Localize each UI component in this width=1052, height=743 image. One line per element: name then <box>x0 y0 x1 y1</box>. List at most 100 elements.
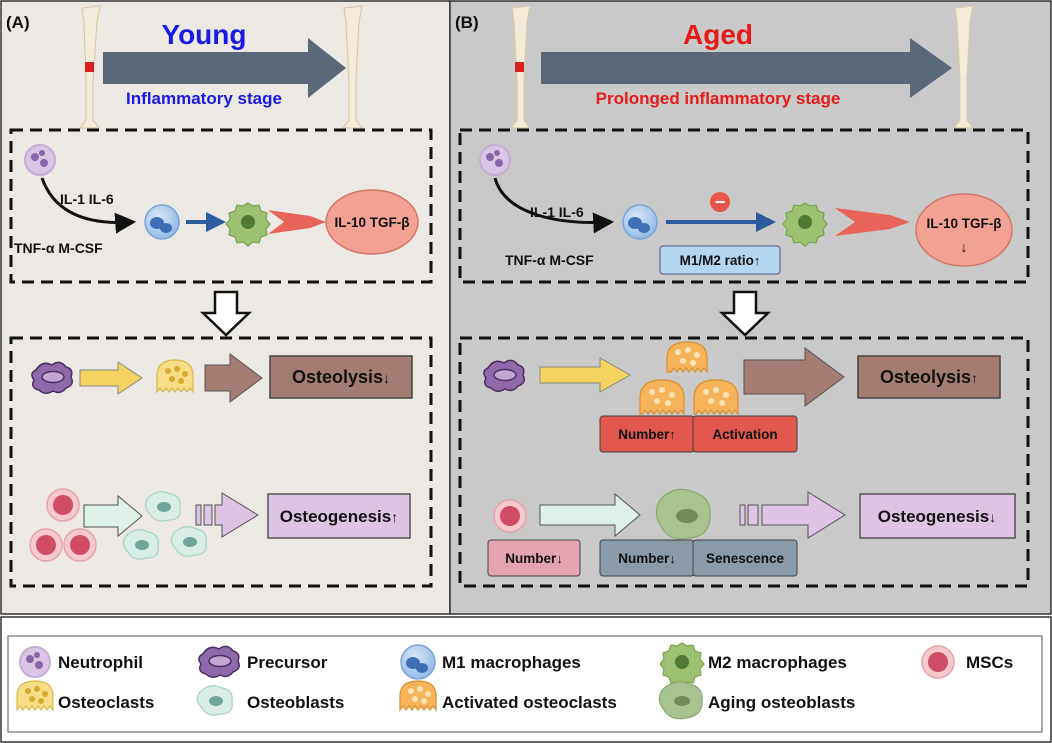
precursor-icon-b <box>483 359 525 392</box>
flow-down-arrow-a <box>199 290 253 337</box>
osteogenesis-box-b <box>859 493 1016 539</box>
legend-item-neutrophil: Neutrophil <box>19 646 143 678</box>
legend-label: Neutrophil <box>58 653 143 672</box>
legend-item-osteoblast: Osteoblasts <box>196 685 344 716</box>
osteogenesis-box-a <box>267 493 411 539</box>
panel-a-title: Young <box>161 19 246 50</box>
activated-osteoclast-icon <box>666 341 708 374</box>
pathway-box-a-inflammation <box>9 128 433 284</box>
brown-arrow-a <box>204 353 263 403</box>
legend-item-m2: M2 macrophages <box>659 642 847 687</box>
activated-osteoclast-group <box>639 341 739 416</box>
secretion-chevron-a <box>268 210 326 234</box>
legend-label: Osteoblasts <box>247 693 344 712</box>
ob-number-trend: ↓ <box>669 551 676 566</box>
anti-inflammatory-label-b: IL-10 TGF-β <box>927 216 1002 231</box>
bone-icon-b-right <box>952 5 975 129</box>
differentiation-arrow-b <box>493 177 615 234</box>
flow-down-arrow-b <box>718 290 772 337</box>
mint-arrow-a <box>83 494 143 538</box>
legend-label: M1 macrophages <box>442 653 581 672</box>
osteolysis-box-b <box>857 355 1001 399</box>
legend-label: MSCs <box>966 653 1013 672</box>
cytokines-bottom-a: TNF-α M-CSF <box>14 240 103 256</box>
lavender-arrow-b <box>739 491 846 539</box>
msc-number-box <box>487 539 581 577</box>
m1-macrophage-icon <box>144 204 180 240</box>
legend-item-m1: M1 macrophages <box>400 644 581 680</box>
anti-inflammatory-label-a: IL-10 TGF-β <box>335 215 410 230</box>
mint-arrow-b <box>539 492 641 538</box>
yellow-arrow-b <box>539 357 632 393</box>
timeline-arrow-b <box>541 38 952 98</box>
legend-label: Activated osteoclasts <box>442 693 617 712</box>
timeline-arrow-a <box>103 38 346 98</box>
osteolysis-label-b: Osteolysis↑ <box>880 367 978 387</box>
activation-label: Activation <box>712 427 777 442</box>
osteolysis-label-a: Osteolysis↓ <box>292 367 390 387</box>
panel-a-label: (A) <box>6 13 30 32</box>
m2-macrophage-icon-b <box>782 202 828 247</box>
m2-macrophage-icon <box>225 202 271 247</box>
msc-icon-group-a <box>29 488 97 562</box>
legend-label: M2 macrophages <box>708 653 847 672</box>
secretion-chevron-b <box>835 208 910 236</box>
number-up-label: Number↑ <box>618 427 676 442</box>
bone-icon-a-left <box>78 5 101 129</box>
legend-label: Precursor <box>247 653 328 672</box>
panel-a-stage: Inflammatory stage <box>126 89 282 108</box>
msc-number-trend: ↓ <box>556 551 563 566</box>
osteolysis-box-a <box>269 355 413 399</box>
legend-label: Osteoclasts <box>58 693 154 712</box>
activation-box <box>692 415 798 453</box>
neutrophil-icon-b <box>479 144 511 176</box>
pathway-box-a-bone <box>9 336 433 588</box>
senescence-label: Senescence <box>706 551 785 566</box>
cytokines-top-b: IL-1 IL-6 <box>530 204 584 220</box>
ob-number-label: Number↓ <box>618 551 676 566</box>
osteogenesis-trend-b: ↓ <box>989 509 996 525</box>
msc-icon-b <box>493 499 527 533</box>
lavender-arrow-a <box>195 492 259 538</box>
activated-osteoclast-icon <box>399 680 437 712</box>
yellow-arrow-a <box>79 361 143 395</box>
legend-item-osteoclast: Osteoclasts <box>16 680 154 712</box>
panel-b-stage: Prolonged inflammatory stage <box>596 89 841 108</box>
brown-arrow-b <box>743 347 845 407</box>
ratio-label: M1/M2 ratio↑ <box>680 253 761 268</box>
neutrophil-icon <box>24 144 56 176</box>
bone-icon-b-left <box>509 5 532 129</box>
msc-number-label: Number↓ <box>505 551 563 566</box>
anti-inflammatory-oval-b <box>915 193 1013 267</box>
senescence-box <box>692 539 798 577</box>
m1-macrophage-icon-b <box>622 204 658 240</box>
osteogenesis-label-a: Osteogenesis↑ <box>280 507 399 526</box>
osteoblast-icon-group-a <box>122 491 207 560</box>
ratio-box <box>659 245 781 275</box>
inhibit-symbol: − <box>715 192 726 212</box>
cytokines-top-a: IL-1 IL-6 <box>60 191 114 207</box>
neutrophil-icon <box>19 646 51 678</box>
legend-label: Aging osteoblasts <box>708 693 855 712</box>
legend: Neutrophil Precursor M1 macrophages M2 m… <box>16 642 1013 720</box>
osteolysis-trend-b: ↑ <box>971 370 978 386</box>
legend-item-msc: MSCs <box>921 645 1013 679</box>
anti-inflammatory-trend-b: ↓ <box>961 239 968 255</box>
osteoclast-icon <box>156 359 194 394</box>
aging-osteoblast-icon <box>655 488 711 540</box>
legend-item-activated-osteoclast: Activated osteoclasts <box>399 680 617 712</box>
anti-inflammatory-oval-a <box>325 189 419 255</box>
inhibit-icon <box>710 192 730 212</box>
legend-item-precursor: Precursor <box>198 645 328 678</box>
differentiation-arrow-a <box>40 177 137 234</box>
panel-b-label: (B) <box>455 13 479 32</box>
cytokines-bottom-b: TNF-α M-CSF <box>505 252 594 268</box>
osteogenesis-trend-a: ↑ <box>391 509 398 525</box>
osteolysis-trend-a: ↓ <box>383 370 390 386</box>
pathway-box-b-bone <box>458 336 1030 588</box>
number-up-trend: ↑ <box>669 427 676 442</box>
ratio-trend: ↑ <box>754 253 761 268</box>
osteoclast-icon <box>16 680 54 712</box>
bone-icon-a-right <box>341 5 364 129</box>
